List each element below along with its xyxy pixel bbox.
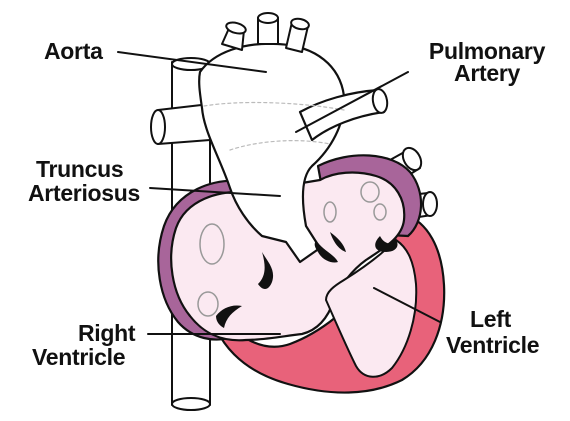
label-left-ventricle-line2: Ventricle (446, 334, 539, 357)
label-pulmonary-line2: Artery (412, 62, 562, 85)
pulmonary-vein-lower-opening (423, 192, 437, 216)
label-aorta: Aorta (44, 40, 103, 63)
label-right-ventricle-line2: Ventricle (32, 346, 125, 369)
vena-cava-bottom-opening (172, 398, 210, 410)
label-truncus-line1: Truncus (36, 158, 123, 181)
label-right-ventricle-line1: Right (78, 322, 135, 345)
label-left-ventricle-line1: Left (470, 308, 511, 331)
side-branch-opening (151, 110, 165, 144)
label-truncus-line2: Arteriosus (28, 182, 140, 205)
aorta-branch-2-opening (258, 13, 278, 23)
